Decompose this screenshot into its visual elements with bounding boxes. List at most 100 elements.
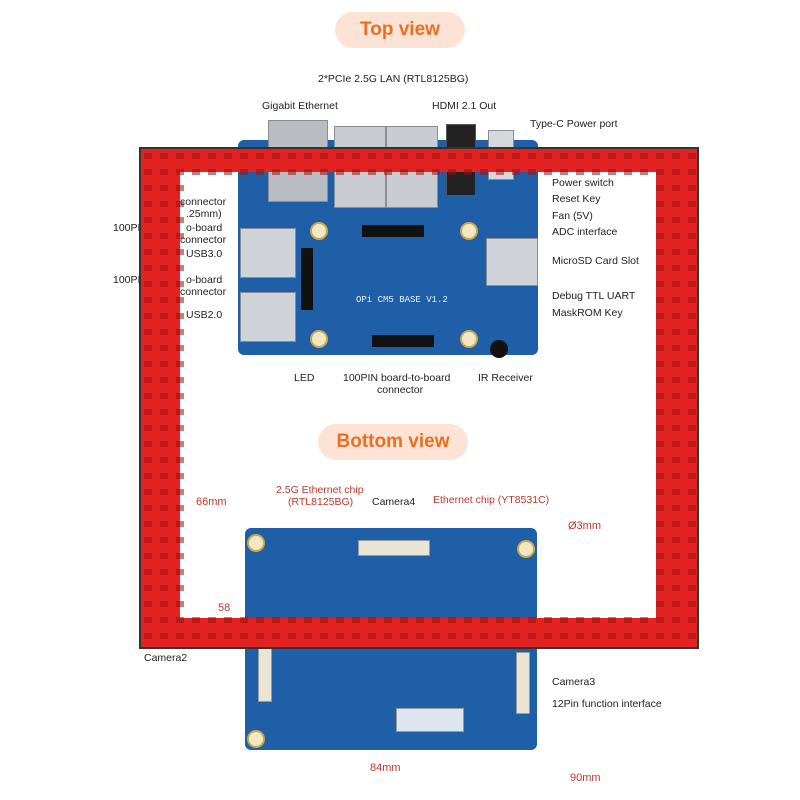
frame-stud bbox=[448, 617, 456, 623]
frame-stud bbox=[144, 185, 152, 191]
frame-stud bbox=[400, 153, 408, 159]
frame-stud bbox=[432, 169, 440, 175]
frame-stud bbox=[384, 153, 392, 159]
label-eth-chip: Ethernet chip (YT8531C) bbox=[433, 494, 550, 506]
frame-stud bbox=[304, 617, 312, 623]
frame-stud bbox=[688, 249, 696, 255]
frame-stud bbox=[160, 441, 168, 447]
frame-stud bbox=[480, 617, 488, 623]
frame-stud bbox=[672, 217, 680, 223]
dimension-84mm: 84mm bbox=[370, 762, 401, 774]
frame-stud bbox=[448, 633, 456, 639]
frame-stud bbox=[176, 185, 184, 191]
frame-stud bbox=[656, 569, 664, 575]
frame-stud bbox=[384, 169, 392, 175]
frame-stud bbox=[352, 617, 360, 623]
frame-stud bbox=[592, 633, 600, 639]
frame-stud bbox=[352, 633, 360, 639]
frame-stud bbox=[672, 233, 680, 239]
frame-stud bbox=[144, 473, 152, 479]
frame-stud bbox=[688, 521, 696, 527]
frame-stud bbox=[672, 361, 680, 367]
frame-stud bbox=[400, 633, 408, 639]
mount-hole bbox=[460, 222, 478, 240]
frame-stud bbox=[160, 569, 168, 575]
frame-stud bbox=[272, 633, 280, 639]
frame-stud bbox=[672, 585, 680, 591]
board-to-board-connector-left bbox=[301, 248, 313, 310]
label-camera3: Camera3 bbox=[552, 676, 596, 688]
frame-stud bbox=[688, 473, 696, 479]
frame-stud bbox=[672, 249, 680, 255]
label-left-b2b-1a: 100PI bbox=[113, 222, 141, 234]
label-connector-bottom-2: connector bbox=[377, 384, 424, 396]
frame-stud bbox=[144, 233, 152, 239]
frame-stud bbox=[672, 553, 680, 559]
label-left-b2b-1b: o-board bbox=[186, 222, 223, 234]
frame-stud bbox=[592, 153, 600, 159]
frame-stud bbox=[688, 297, 696, 303]
frame-stud bbox=[688, 569, 696, 575]
frame-stud bbox=[672, 297, 680, 303]
frame-stud bbox=[688, 233, 696, 239]
frame-stud bbox=[144, 553, 152, 559]
frame-stud bbox=[672, 313, 680, 319]
frame-stud bbox=[576, 169, 584, 175]
frame-stud bbox=[432, 617, 440, 623]
frame-band bbox=[140, 148, 698, 648]
frame-stud bbox=[576, 617, 584, 623]
usb3-port bbox=[240, 228, 296, 278]
frame-stud bbox=[176, 297, 184, 303]
frame-stud bbox=[688, 633, 696, 639]
frame-stud bbox=[160, 201, 168, 207]
frame-stud bbox=[160, 601, 168, 607]
dimension-66mm: 66mm bbox=[196, 496, 227, 508]
frame-stud bbox=[512, 153, 520, 159]
frame-stud bbox=[176, 473, 184, 479]
frame-stud bbox=[160, 281, 168, 287]
frame-stud bbox=[384, 617, 392, 623]
frame-stud bbox=[416, 169, 424, 175]
frame-stud bbox=[656, 297, 664, 303]
frame-stud bbox=[672, 505, 680, 511]
frame-stud bbox=[544, 633, 552, 639]
frame-stud bbox=[144, 489, 152, 495]
label-left-b2b-2c: connector bbox=[180, 286, 227, 298]
frame-stud bbox=[672, 281, 680, 287]
frame-stud bbox=[176, 633, 184, 639]
frame-stud bbox=[464, 169, 472, 175]
label-led: LED bbox=[294, 372, 315, 384]
frame-stud bbox=[656, 153, 664, 159]
frame-stud bbox=[176, 281, 184, 287]
frame-stud bbox=[144, 281, 152, 287]
top-view-title: Top view bbox=[335, 12, 465, 48]
mount-hole bbox=[460, 330, 478, 348]
frame-stud bbox=[432, 633, 440, 639]
frame-stud bbox=[640, 153, 648, 159]
label-pcie-lan: 2*PCIe 2.5G LAN (RTL8125BG) bbox=[318, 73, 469, 85]
frame-stud bbox=[528, 169, 536, 175]
frame-stud bbox=[672, 329, 680, 335]
frame-stud bbox=[288, 617, 296, 623]
frame-stud bbox=[224, 153, 232, 159]
board-silkscreen: OPi CM5 BASE V1.2 bbox=[356, 295, 448, 305]
frame-stud bbox=[160, 169, 168, 175]
frame-stud bbox=[624, 153, 632, 159]
frame-stud bbox=[176, 345, 184, 351]
frame-stud bbox=[656, 265, 664, 271]
frame-stud bbox=[416, 633, 424, 639]
label-fan: Fan (5V) bbox=[552, 210, 593, 222]
frame-stud bbox=[464, 633, 472, 639]
frame-stud bbox=[688, 185, 696, 191]
frame-stud bbox=[496, 617, 504, 623]
frame-stud bbox=[256, 617, 264, 623]
frame-stud bbox=[656, 329, 664, 335]
frame-stud bbox=[176, 217, 184, 223]
frame-stud bbox=[528, 617, 536, 623]
frame-stud bbox=[656, 553, 664, 559]
frame-stud bbox=[480, 153, 488, 159]
frame-stud bbox=[672, 265, 680, 271]
frame-stud bbox=[688, 313, 696, 319]
frame-stud bbox=[176, 617, 184, 623]
frame-stud bbox=[656, 377, 664, 383]
